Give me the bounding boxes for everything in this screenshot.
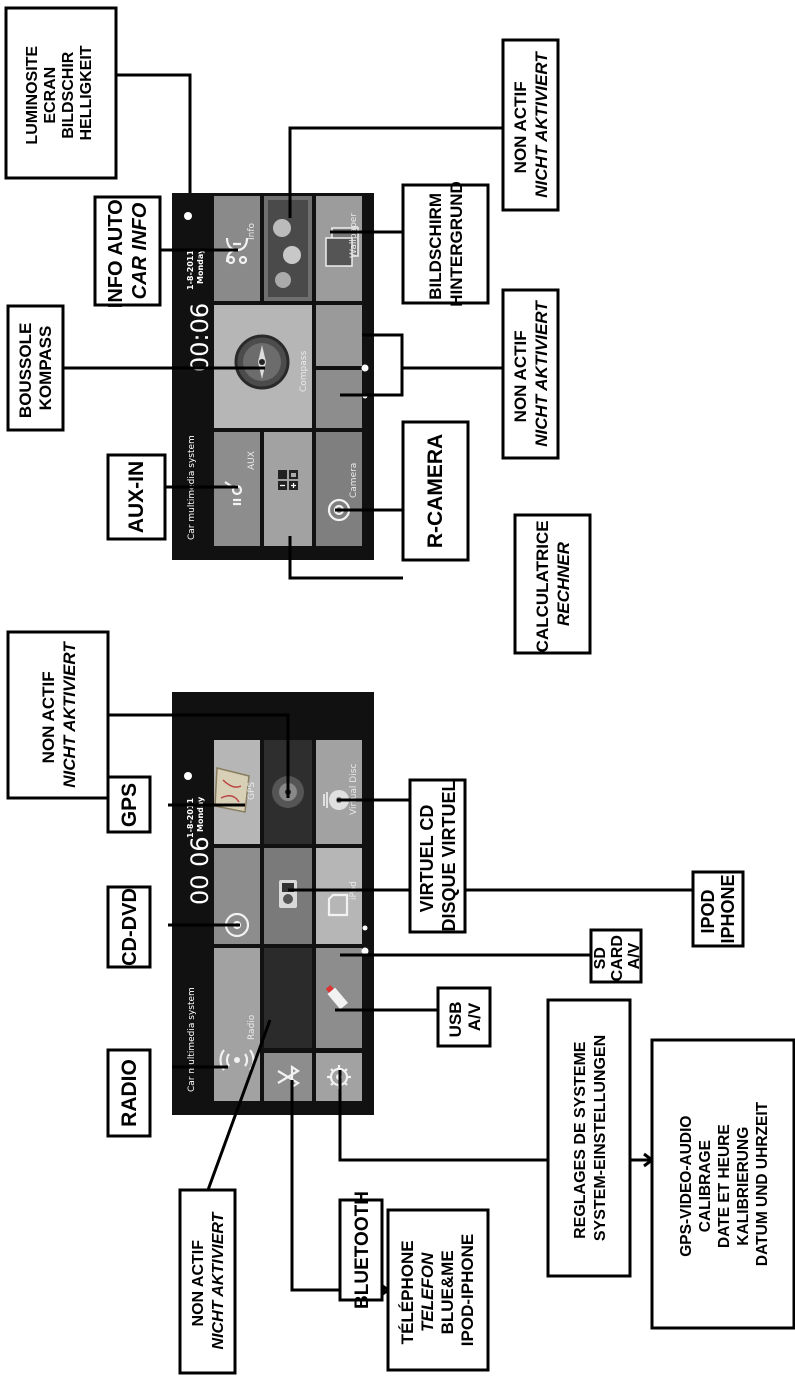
callout-cd-dvd: CD-DVD [119,888,141,966]
screen2-time: 00:06 [186,303,214,372]
tile-artist[interactable] [264,948,312,1048]
power-dot [184,212,192,220]
tile-label-wallpaper: Wallpaper [349,213,359,258]
tile-calculator[interactable] [264,432,312,546]
tile-label-aux: AUX [247,451,257,470]
callout-bluetooth: BLUETOOTH [352,1191,373,1309]
callout-gps: GPS [118,783,141,827]
callout-phone: TÉLÉPHONE TELEFON BLUE&ME IPOD-IPHONE [398,1234,477,1346]
tile-inactive-2[interactable] [316,305,362,366]
screen1-header: Car multimedia system [187,987,197,1092]
tile-cd-dvd[interactable] [214,848,260,944]
callout-r-camera: R-CAMERA [424,434,447,548]
callout-ipod: IPOD IPHONE [698,874,738,943]
callout-brightness: LUMINOSITE ECRAN BILDSCHIR HELLIGKEIT [24,41,95,144]
tile-label-compass: Compass [299,351,309,392]
tile-label-radio: Radio [247,1014,257,1040]
tile-inactive-1[interactable] [316,370,362,428]
tile-label-gps: GPS [247,782,257,800]
screen1-day: Monday [196,796,205,832]
power-dot [184,772,192,780]
tile-label-info: Info [247,222,257,240]
screen2-date: 1-8-2011 [186,250,195,290]
screen-extra-menu: Car multimedia system 00:06 1-8-2011 Mon… [172,193,374,560]
tile-aux[interactable] [214,432,260,546]
callout-compass: BOUSSOLE KOMPASS [16,318,55,418]
screen2-day: Monday [196,248,205,284]
screen-main-menu: Car multimedia system 00 06 1-8-2011 Mon… [172,692,374,1115]
tile-label-camera: Camera [349,463,359,498]
ipod-icon [279,880,297,908]
compass-icon [236,336,288,388]
callout-radio: RADIO [118,1059,141,1127]
tile-label-virtual-disc: Virtual Disc [349,764,359,815]
callout-settings-detail: GPS-VIDEO-AUDIO CALIBRAGE DATE ET HEURE … [678,1101,771,1266]
screen1-time: 00 06 [186,836,214,905]
photo-thumbnail [268,200,308,297]
callout-aux-in: AUX-IN [125,461,148,533]
